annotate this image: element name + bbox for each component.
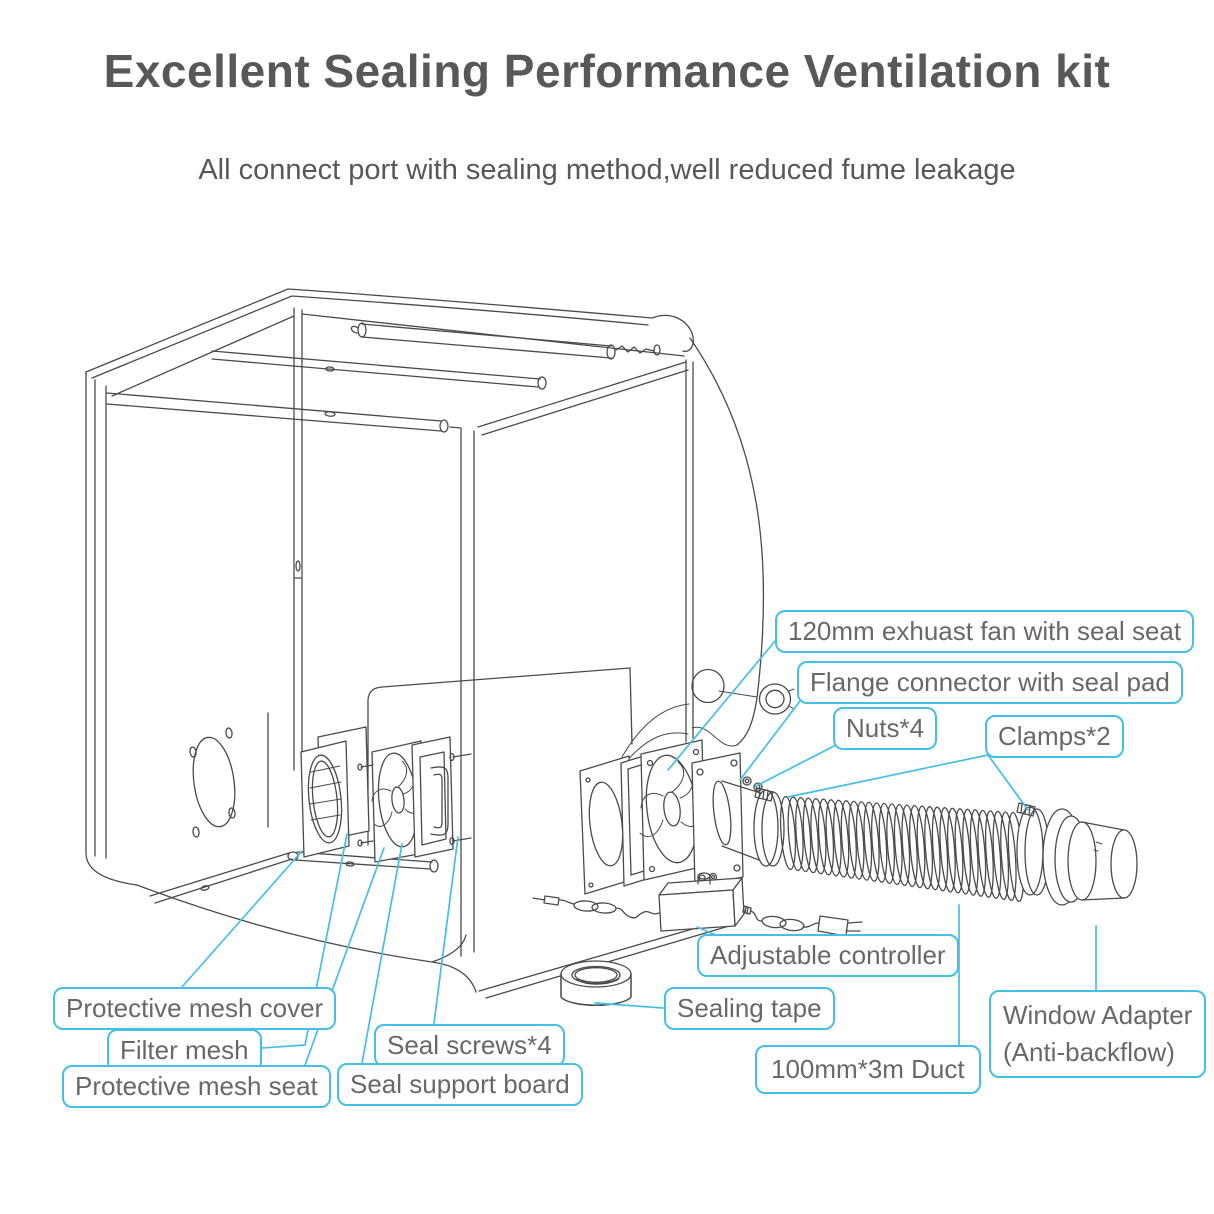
callout-flange-connector: Flange connector with seal pad [797,661,1183,704]
flexible-duct [779,795,1025,903]
light-tube [350,323,655,359]
callout-protective-mesh-cover: Protective mesh cover [53,987,337,1030]
callout-window-adapter-line2: (Anti-backflow) [1003,1036,1175,1067]
callout-seal-support-board: Seal support board [337,1063,583,1106]
tent-top-bars [106,313,689,436]
callout-sealing-tape: Sealing tape [664,987,835,1030]
callout-adjustable-controller: Adjustable controller [697,934,959,977]
callout-clamps: Clamps*2 [985,715,1124,758]
callout-nuts: Nuts*4 [833,707,938,750]
seal-support-board-panel [367,667,633,846]
clamp-1 [753,787,785,867]
seal-screws-part [360,753,472,844]
protective-mesh-cover-part [300,740,350,858]
left-wall-port [189,712,269,838]
callout-window-adapter-line1: Window Adapter [1003,1000,1193,1030]
window-adapter [1042,808,1138,906]
page-subtitle: All connect port with sealing method,wel… [198,154,1016,186]
sealing-tape-roll [560,960,632,1006]
leader-lines [181,640,1097,1066]
callout-filter-mesh: Filter mesh [107,1029,262,1072]
callout-window-adapter: Window Adapter (Anti-backflow) [989,990,1207,1078]
interior-mesh-stack [300,726,472,863]
tent-floor [136,851,730,999]
tent-roof [85,288,765,763]
exhaust-fan-seal-seat [620,739,706,887]
callout-protective-mesh-seat: Protective mesh seat [62,1065,331,1108]
callout-duct: 100mm*3m Duct [755,1045,981,1094]
callout-seal-screws: Seal screws*4 [374,1024,565,1067]
page-title: Excellent Sealing Performance Ventilatio… [103,45,1111,97]
power-plug [817,915,849,937]
tent-frame-poles [85,307,694,957]
tent-side-flap [689,337,765,746]
adjustable-controller [532,872,863,937]
fabric-port-hole [691,668,795,715]
callout-exhaust-fan: 120mm exhuast fan with seal seat [775,610,1195,653]
